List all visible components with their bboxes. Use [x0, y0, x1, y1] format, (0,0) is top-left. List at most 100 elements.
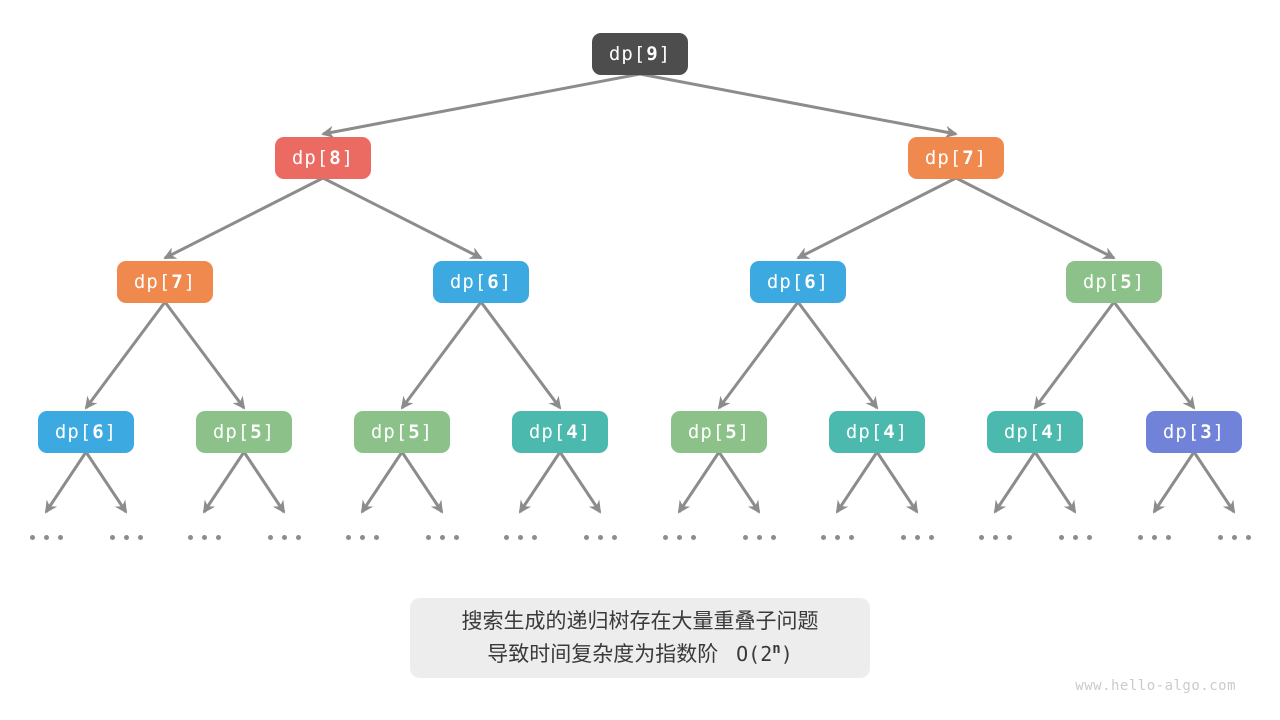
- edge-arrow: [1112, 301, 1196, 410]
- caption-box: 搜索生成的递归树存在大量重叠子问题 导致时间复杂度为指数阶 O(2n): [410, 598, 870, 678]
- ellipsis-dot: [1245, 534, 1251, 540]
- ellipsis-dot: [662, 534, 668, 540]
- node-label-prefix: dp[: [687, 421, 726, 443]
- ellipsis-dot: [373, 534, 379, 540]
- caption-line2: 导致时间复杂度为指数阶 O(2n): [487, 641, 793, 668]
- ellipsis-dot: [1137, 534, 1143, 540]
- ellipsis: [109, 534, 143, 540]
- node-label-suffix: ]: [262, 421, 276, 443]
- ellipsis-dot: [1072, 534, 1078, 540]
- edge-arrow: [1033, 301, 1116, 410]
- ellipsis-dot: [215, 534, 221, 540]
- tree-node-dp5-c: dp[5]: [671, 411, 767, 453]
- node-label-suffix: ]: [658, 43, 672, 65]
- complexity-formula: O(2n): [736, 640, 793, 666]
- node-label-prefix: dp[: [1162, 421, 1201, 443]
- node-label-value: 5: [250, 421, 263, 443]
- formula-exponent: n: [772, 640, 781, 657]
- node-label-suffix: ]: [499, 271, 513, 293]
- edge-arrow: [993, 451, 1037, 514]
- node-label-prefix: dp[: [766, 271, 805, 293]
- node-label-prefix: dp[: [1003, 421, 1042, 443]
- edge-arrow: [163, 301, 246, 410]
- edge-arrow: [84, 301, 167, 410]
- ellipsis: [978, 534, 1012, 540]
- node-label-prefix: dp[: [212, 421, 251, 443]
- ellipsis-dot: [992, 534, 998, 540]
- edge-arrow: [796, 176, 957, 260]
- ellipsis-dot: [742, 534, 748, 540]
- tree-node-dp5-a: dp[5]: [196, 411, 292, 453]
- node-label-prefix: dp[: [608, 43, 647, 65]
- ellipsis: [503, 534, 537, 540]
- ellipsis-dot: [281, 534, 287, 540]
- ellipsis-dot: [978, 534, 984, 540]
- ellipsis-dot: [928, 534, 934, 540]
- watermark: www.hello-algo.com: [1075, 678, 1236, 694]
- ellipsis: [425, 534, 459, 540]
- node-label-suffix: ]: [1212, 421, 1226, 443]
- node-label-prefix: dp[: [845, 421, 884, 443]
- ellipsis: [267, 534, 301, 540]
- ellipsis: [345, 534, 379, 540]
- ellipsis-dot: [676, 534, 682, 540]
- edge-arrow: [717, 451, 761, 514]
- node-label-value: 4: [883, 421, 896, 443]
- ellipsis-dot: [1217, 534, 1223, 540]
- ellipsis-dot: [503, 534, 509, 540]
- edge-arrow: [360, 451, 404, 514]
- node-label-value: 4: [1041, 421, 1054, 443]
- edge-arrow: [44, 451, 88, 514]
- ellipsis-dot: [29, 534, 35, 540]
- node-label-prefix: dp[: [370, 421, 409, 443]
- node-label-value: 4: [566, 421, 579, 443]
- node-label-value: 6: [92, 421, 105, 443]
- tree-node-dp7-l: dp[7]: [117, 261, 213, 303]
- node-label-suffix: ]: [183, 271, 197, 293]
- node-label-value: 6: [487, 271, 500, 293]
- ellipsis-dot: [201, 534, 207, 540]
- edge-arrow: [400, 451, 444, 514]
- ellipsis-dot: [820, 534, 826, 540]
- edge-arrow: [321, 72, 641, 139]
- ellipsis-dot: [690, 534, 696, 540]
- ellipsis-dot: [123, 534, 129, 540]
- ellipsis: [900, 534, 934, 540]
- ellipsis-dot: [848, 534, 854, 540]
- ellipsis-dot: [345, 534, 351, 540]
- node-label-suffix: ]: [420, 421, 434, 443]
- ellipsis-dot: [439, 534, 445, 540]
- node-label-value: 7: [171, 271, 184, 293]
- ellipsis-dot: [1165, 534, 1171, 540]
- ellipsis: [583, 534, 617, 540]
- caption-line1: 搜索生成的递归树存在大量重叠子问题: [461, 610, 819, 634]
- ellipsis: [29, 534, 63, 540]
- tree-node-dp6-b: dp[6]: [750, 261, 846, 303]
- ellipsis: [662, 534, 696, 540]
- ellipsis-dot: [187, 534, 193, 540]
- tree-node-dp6-a: dp[6]: [433, 261, 529, 303]
- node-label-suffix: ]: [895, 421, 909, 443]
- ellipsis-dot: [1231, 534, 1237, 540]
- ellipsis-dot: [517, 534, 523, 540]
- node-label-suffix: ]: [341, 147, 355, 169]
- tree-node-dp7-r: dp[7]: [908, 137, 1004, 179]
- tree-node-dp5-r: dp[5]: [1066, 261, 1162, 303]
- tree-node-dp4-a: dp[4]: [512, 411, 608, 453]
- edge-arrow: [202, 451, 246, 514]
- ellipsis-dot: [453, 534, 459, 540]
- ellipsis-dot: [425, 534, 431, 540]
- edge-arrow: [558, 451, 602, 514]
- ellipsis: [820, 534, 854, 540]
- ellipsis-dot: [583, 534, 589, 540]
- ellipsis: [742, 534, 776, 540]
- ellipsis-dot: [359, 534, 365, 540]
- ellipsis-dot: [295, 534, 301, 540]
- edge-arrow: [163, 176, 324, 260]
- node-label-suffix: ]: [737, 421, 751, 443]
- node-label-suffix: ]: [816, 271, 830, 293]
- ellipsis-dot: [1058, 534, 1064, 540]
- ellipsis: [1137, 534, 1171, 540]
